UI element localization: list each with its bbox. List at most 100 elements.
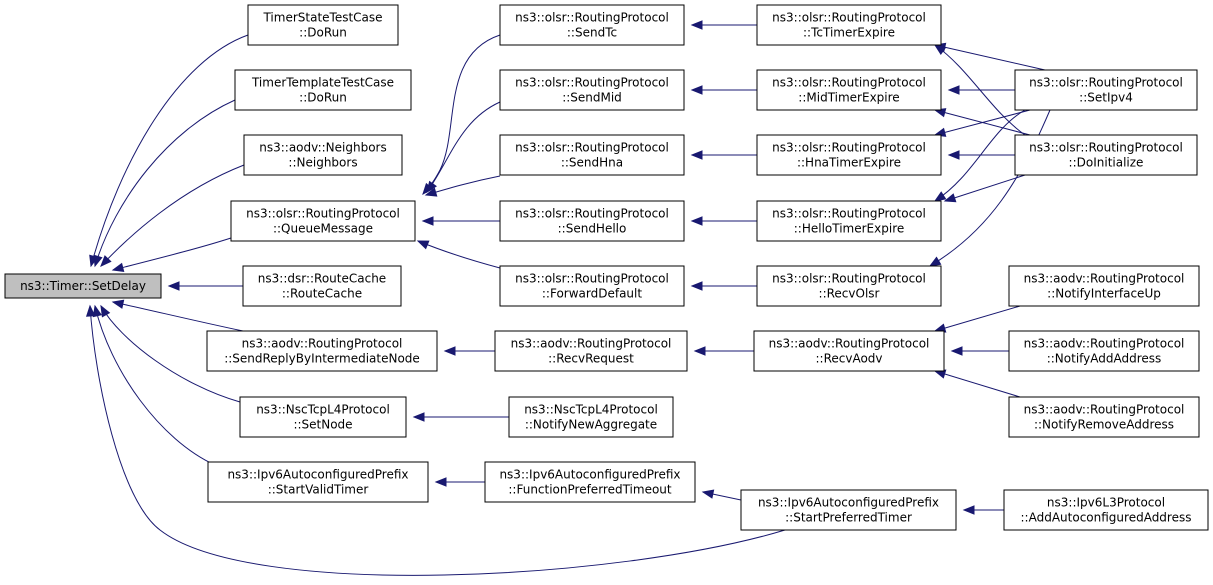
edge-line	[934, 109, 1026, 202]
node-label-line: ns3::aodv::RoutingProtocol	[511, 337, 672, 351]
call-edge-olsrhellotimer-to-olsrsendhello	[690, 216, 757, 226]
arrowhead	[690, 281, 703, 291]
node-olsrsendhna[interactable]: ns3::olsr::RoutingProtocol::SendHna	[499, 134, 685, 176]
node-box	[230, 200, 416, 242]
node-box	[499, 134, 685, 176]
call-edge-olsrsetipv4-to-olsrhellotimer	[933, 109, 1026, 202]
node-label-line: ns3::olsr::RoutingProtocol	[515, 76, 669, 90]
node-aodvneighbors[interactable]: ns3::aodv::Neighbors::Neighbors	[243, 134, 403, 176]
node-label-line: ::SendReplyByIntermediateNode	[224, 352, 420, 366]
node-timertemplate[interactable]: TimerTemplateTestCase::DoRun	[234, 69, 412, 111]
node-label-line: ns3::olsr::RoutingProtocol	[1029, 76, 1183, 90]
call-edge-olsrdoinit-to-olsrhellotimer	[943, 174, 1026, 203]
node-ipv6funcpref[interactable]: ns3::Ipv6AutoconfiguredPrefix::FunctionP…	[484, 461, 696, 503]
node-aodvnotifyadd[interactable]: ns3::aodv::RoutingProtocol::NotifyAddAdd…	[1008, 330, 1200, 372]
node-aodvnotifyremove[interactable]: ns3::aodv::RoutingProtocol::NotifyRemove…	[1008, 396, 1200, 438]
node-olsrqueue[interactable]: ns3::olsr::RoutingProtocol::QueueMessage	[230, 200, 416, 242]
edge-line	[100, 305, 241, 403]
node-label-line: ns3::NscTcpL4Protocol	[524, 403, 658, 417]
call-nodes: ns3::Timer::SetDelay TimerStateTestCase::…	[4, 4, 1209, 531]
call-edge-olsrdoinit-to-olsrhnatimer	[947, 150, 1015, 160]
node-olsrsendtc[interactable]: ns3::olsr::RoutingProtocol::SendTc	[499, 4, 685, 46]
arrowhead	[690, 85, 703, 95]
node-box	[740, 489, 957, 531]
node-label-line: ::RouteCache	[282, 287, 362, 301]
call-edge-olsrqueue-to-setdelay	[111, 237, 232, 272]
node-ipv6startvalid[interactable]: ns3::Ipv6AutoconfiguredPrefix::StartVali…	[207, 461, 429, 503]
call-edge-ipv6l3add-to-ipv6startpref	[962, 505, 1004, 515]
call-edge-olsrsendhna-to-olsrqueue	[424, 175, 501, 197]
arrowhead	[100, 304, 111, 318]
node-olsrdoinit[interactable]: ns3::olsr::RoutingProtocol::DoInitialize	[1014, 134, 1198, 176]
arrowhead	[943, 193, 957, 203]
call-edge-aodvrecvaodv-to-aodvrecvrequest	[693, 346, 754, 356]
node-aodvsendreply[interactable]: ns3::aodv::RoutingProtocol::SendReplyByI…	[206, 330, 438, 372]
node-setdelay[interactable]: ns3::Timer::SetDelay	[4, 273, 162, 299]
node-label-line: ::SendHello	[558, 222, 627, 236]
node-label-line: ns3::olsr::RoutingProtocol	[772, 207, 926, 221]
node-label-line: ns3::olsr::RoutingProtocol	[772, 76, 926, 90]
node-olsrhnatimer[interactable]: ns3::olsr::RoutingProtocol::HnaTimerExpi…	[756, 134, 942, 176]
node-label-line: ns3::olsr::RoutingProtocol	[515, 207, 669, 221]
node-label-line: ::SetNode	[293, 418, 352, 432]
node-label-line: ::StartPreferredTimer	[785, 511, 912, 525]
node-box	[756, 200, 942, 242]
node-box	[753, 330, 945, 372]
node-box	[494, 330, 688, 372]
node-label-line: ns3::olsr::RoutingProtocol	[772, 141, 926, 155]
node-timerstate[interactable]: TimerStateTestCase::DoRun	[247, 4, 399, 46]
call-edge-ipv6startpref-to-ipv6funcpref	[701, 489, 742, 501]
node-box	[756, 69, 942, 111]
call-edge-nscsetnode-to-setdelay	[100, 304, 241, 403]
node-label-line: ns3::olsr::RoutingProtocol	[246, 207, 400, 221]
node-label-line: ::NotifyInterfaceUp	[1047, 287, 1161, 301]
node-box	[499, 4, 685, 46]
edge-line	[90, 34, 249, 267]
node-box	[499, 69, 685, 111]
node-label-line: ns3::aodv::RoutingProtocol	[1024, 403, 1185, 417]
node-nscnotify[interactable]: ns3::NscTcpL4Protocol::NotifyNewAggregat…	[508, 396, 674, 438]
node-box	[499, 265, 685, 307]
node-label-line: ::SetIpv4	[1079, 91, 1133, 105]
node-label-line: TimerTemplateTestCase	[251, 76, 394, 90]
arrowhead	[92, 304, 103, 318]
call-edges	[85, 20, 1051, 576]
node-ipv6l3add[interactable]: ns3::Ipv6L3Protocol::AddAutoconfiguredAd…	[1003, 489, 1209, 531]
node-aodvrecvaodv[interactable]: ns3::aodv::RoutingProtocol::RecvAodv	[753, 330, 945, 372]
node-aodvrecvrequest[interactable]: ns3::aodv::RoutingProtocol::RecvRequest	[494, 330, 688, 372]
arrowhead	[421, 216, 434, 226]
edge-line	[934, 44, 1046, 71]
node-olsrmidtimer[interactable]: ns3::olsr::RoutingProtocol::MidTimerExpi…	[756, 69, 942, 111]
node-label-line: ns3::NscTcpL4Protocol	[256, 403, 390, 417]
node-label-line: ns3::olsr::RoutingProtocol	[515, 272, 669, 286]
node-label-line: ::NotifyAddAddress	[1047, 352, 1162, 366]
edge-line	[425, 175, 501, 196]
node-ipv6startpref[interactable]: ns3::Ipv6AutoconfiguredPrefix::StartPref…	[740, 489, 957, 531]
node-olsrhellotimer[interactable]: ns3::olsr::RoutingProtocol::HelloTimerEx…	[756, 200, 942, 242]
node-label-line: ::DoInitialize	[1069, 156, 1144, 170]
node-dsrroutecache[interactable]: ns3::dsr::RouteCache::RouteCache	[242, 265, 402, 307]
arrowhead	[693, 346, 706, 356]
node-box	[756, 134, 942, 176]
node-aodvnotifyup[interactable]: ns3::aodv::RoutingProtocol::NotifyInterf…	[1008, 265, 1200, 307]
node-olsrforward[interactable]: ns3::olsr::RoutingProtocol::ForwardDefau…	[499, 265, 685, 307]
arrowhead	[100, 255, 112, 267]
arrowhead	[111, 299, 125, 309]
arrowhead	[928, 256, 942, 267]
node-olsrsendmid[interactable]: ns3::olsr::RoutingProtocol::SendMid	[499, 69, 685, 111]
node-label-line: ns3::aodv::RoutingProtocol	[769, 337, 930, 351]
node-olsrrecv[interactable]: ns3::olsr::RoutingProtocol::RecvOlsr	[756, 265, 942, 307]
node-box	[247, 4, 399, 46]
arrowhead	[933, 191, 947, 202]
node-nscsetnode[interactable]: ns3::NscTcpL4Protocol::SetNode	[239, 396, 407, 438]
call-edge-timerstate-to-setdelay	[89, 34, 249, 268]
node-box	[243, 134, 403, 176]
node-label-line: ::ForwardDefault	[542, 287, 642, 301]
call-edge-nscnotify-to-nscsetnode	[412, 412, 509, 422]
node-label-line: ::MidTimerExpire	[798, 91, 899, 105]
node-olsrsendhello[interactable]: ns3::olsr::RoutingProtocol::SendHello	[499, 200, 685, 242]
node-olsrsetipv4[interactable]: ns3::olsr::RoutingProtocol::SetIpv4	[1014, 69, 1198, 111]
call-edge-olsrsetipv4-to-olsrtctimer	[933, 42, 1046, 71]
arrowhead	[434, 477, 447, 487]
node-olsrtctimer[interactable]: ns3::olsr::RoutingProtocol::TcTimerExpir…	[756, 4, 942, 46]
